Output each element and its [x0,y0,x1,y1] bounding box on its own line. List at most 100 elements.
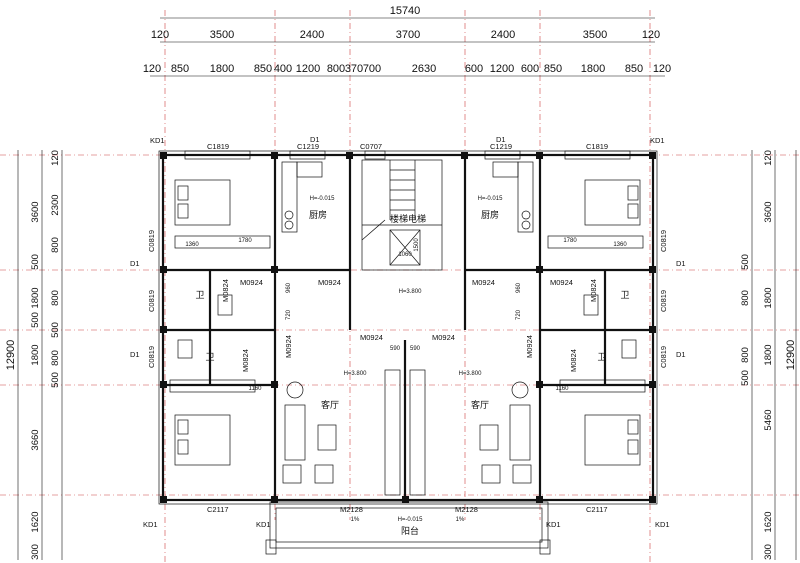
dim-left-8: 1800 [30,344,41,365]
dim-top2-12: 600 [521,63,539,75]
dim-960-right: 960 [516,282,522,293]
dim-right-5: 800 [740,347,751,363]
stair-elevator: 楼梯电梯 1060 1500 [361,159,443,271]
dim-590-right: 590 [410,346,421,352]
dim-left-1: 2300 [50,194,61,215]
dim-top1-1: 3500 [210,29,234,41]
room-bath-left-2: 卫 [205,353,214,363]
dim-1160-left: 1160 [249,386,263,392]
dim-1500: 1500 [414,238,420,252]
dim-top2-4: 400 [274,63,292,75]
label-m0924-8: M0924 [525,335,534,358]
dim-top2-13: 850 [544,63,562,75]
dim-top2-8: 700 [363,63,381,75]
label-kd1-br: KD1 [655,520,670,529]
label-kd1-tl: KD1 [150,136,165,145]
dim-top1-0: 120 [151,29,169,41]
room-kitchen-right: 厨房 [481,209,499,221]
dim-960-left: 960 [286,282,292,293]
dim-1060: 1060 [398,252,412,258]
dim-top2-9: 2630 [412,63,436,75]
top-windows [184,150,631,160]
dim-top2-6: 800 [327,63,345,75]
label-m0924-5: M0924 [360,333,383,342]
label-d1-top-right: D1 [496,135,506,144]
dim-right-8: 5460 [763,409,774,430]
dim-top1-3: 3700 [396,29,420,41]
top-dimensions: 15740 120 3500 2400 3700 2400 3500 120 1… [143,5,671,77]
slope-right: 1% [456,517,465,523]
dim-top1-6: 120 [642,29,660,41]
label-c1819-right: C1819 [586,142,608,151]
label-d1-left-2: D1 [130,350,140,359]
dim-left-12: 3660 [30,429,41,450]
room-kitchen-left: 厨房 [309,209,327,221]
dim-left-4: 500 [30,254,41,270]
dim-left-3: 800 [50,237,61,253]
label-m0824-2: M0824 [241,349,250,372]
bathrooms: 卫 卫 卫 卫 [177,291,637,363]
living-level-right: H=3.800 [459,371,483,377]
dim-top1-2: 2400 [300,29,324,41]
room-bath-right-1: 卫 [620,291,629,301]
living-level-left: H=3.800 [344,371,368,377]
dim-right-6: 500 [740,370,751,386]
dim-top2-2: 1800 [210,63,234,75]
label-d1-left-1: D1 [130,259,140,268]
dim-top1-4: 2400 [491,29,515,41]
dim-590-left: 590 [390,346,401,352]
label-m0924-2: M0924 [318,278,341,287]
dim-right-1: 3600 [763,201,774,222]
label-c0819-l2: C0819 [147,290,156,312]
dim-right-7: 1800 [763,344,774,365]
label-c0819-r2: C0819 [659,290,668,312]
dim-1780-right: 1780 [563,238,577,244]
label-m0824-4: M0824 [569,349,578,372]
label-c0819-r1: C0819 [659,230,668,252]
dim-1360-left: 1360 [185,242,199,248]
dim-right-10: 300 [763,544,774,560]
label-c2117-left: C2117 [207,505,229,514]
dim-top2-1: 850 [171,63,189,75]
bedrooms: 1360 1780 1360 1780 1160 1160 [169,179,646,466]
label-c1219-left: C1219 [297,142,319,151]
dim-1360-right: 1360 [613,242,627,248]
label-kd1-bl: KD1 [143,520,158,529]
room-balcony: 阳台 [401,525,419,537]
dim-720-right: 720 [516,309,522,320]
balcony-level: H=-0.015 [398,517,424,523]
dim-top2-5: 1200 [296,63,320,75]
dim-left-5: 1800 [30,287,41,308]
balcony: 阳台 H=-0.015 1% 1% [265,501,551,555]
dim-top2-0: 120 [143,63,161,75]
dim-top2-14: 1800 [581,63,605,75]
room-bath-left-1: 卫 [195,291,204,301]
label-m2128-left: M2128 [340,505,363,514]
dim-1780-left: 1780 [238,238,252,244]
label-c0819-l3: C0819 [147,346,156,368]
label-c0819-l1: C0819 [147,230,156,252]
dim-top2-16: 120 [653,63,671,75]
dim-right-0: 120 [763,150,774,166]
label-c1219-right: C1219 [490,142,512,151]
dim-top2-7: 370 [345,63,363,75]
kitchen-level-left: H=-0.015 [310,196,336,202]
dim-top2-10: 600 [465,63,483,75]
dim-left-2: 3600 [30,201,41,222]
room-stair: 楼梯电梯 [390,213,426,225]
label-c2117-right: C2117 [586,505,608,514]
dim-1160-right: 1160 [556,386,570,392]
label-kd1-br2: KD1 [546,520,561,529]
label-m0924-4: M0924 [550,278,573,287]
room-bath-right-2: 卫 [597,353,606,363]
component-labels: KD1 KD1 KD1 KD1 KD1 KD1 C1819 C1819 C121… [130,135,686,529]
dim-right-4: 1800 [763,287,774,308]
hall-level: H=3.800 [399,289,423,295]
label-c0819-r3: C0819 [659,346,668,368]
dim-left-13: 1620 [30,511,41,532]
dim-left-0: 120 [50,150,61,166]
label-d1-right-1: D1 [676,259,686,268]
dim-left-10: 800 [50,350,61,366]
room-living-left: 客厅 [321,399,339,411]
